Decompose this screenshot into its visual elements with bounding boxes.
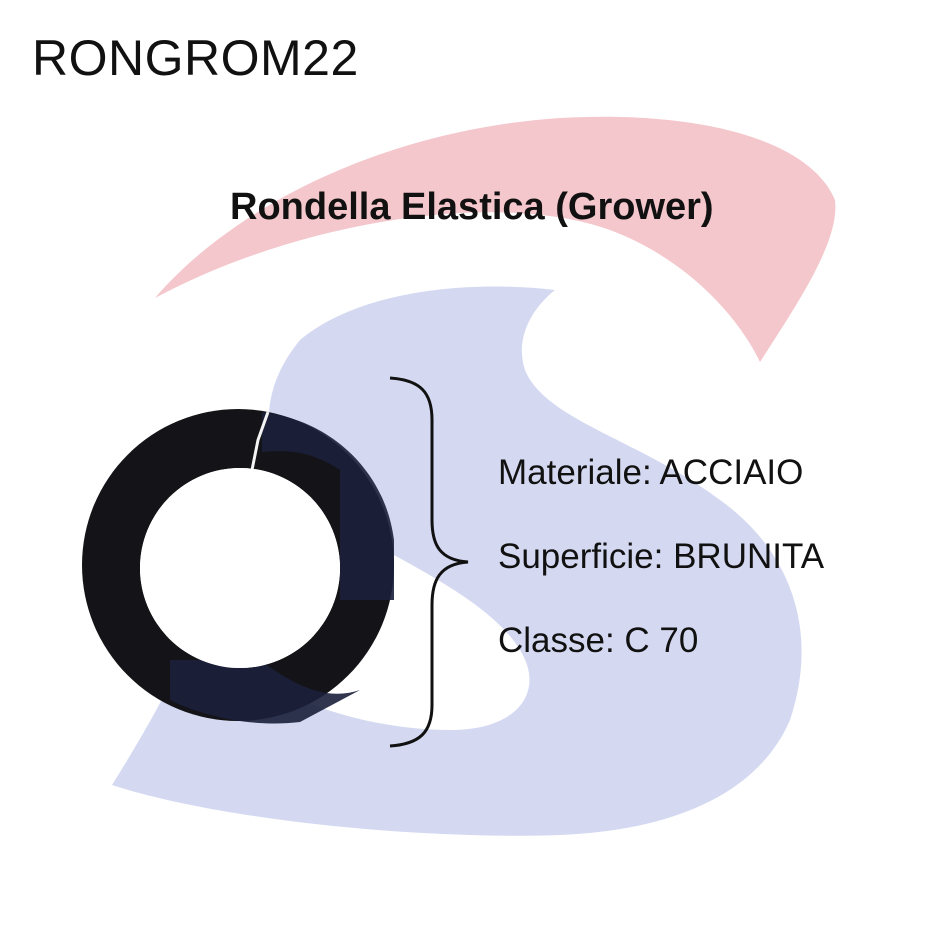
- spec-material: Materiale: ACCIAIO: [498, 453, 804, 492]
- logo-red-arc: [155, 116, 836, 362]
- spec-class: Classe: C 70: [498, 621, 699, 660]
- spec-surface: Superficie: BRUNITA: [498, 537, 825, 576]
- washer-hole: [140, 468, 340, 668]
- product-code: RONGROM22: [32, 30, 359, 86]
- product-name: Rondella Elastica (Grower): [230, 186, 714, 228]
- washer-tint-top: [262, 412, 394, 600]
- washer-tint-bottom: [170, 660, 360, 724]
- washer-split: [250, 411, 270, 471]
- spec-list: Materiale: ACCIAIO Superficie: BRUNITA C…: [498, 452, 824, 704]
